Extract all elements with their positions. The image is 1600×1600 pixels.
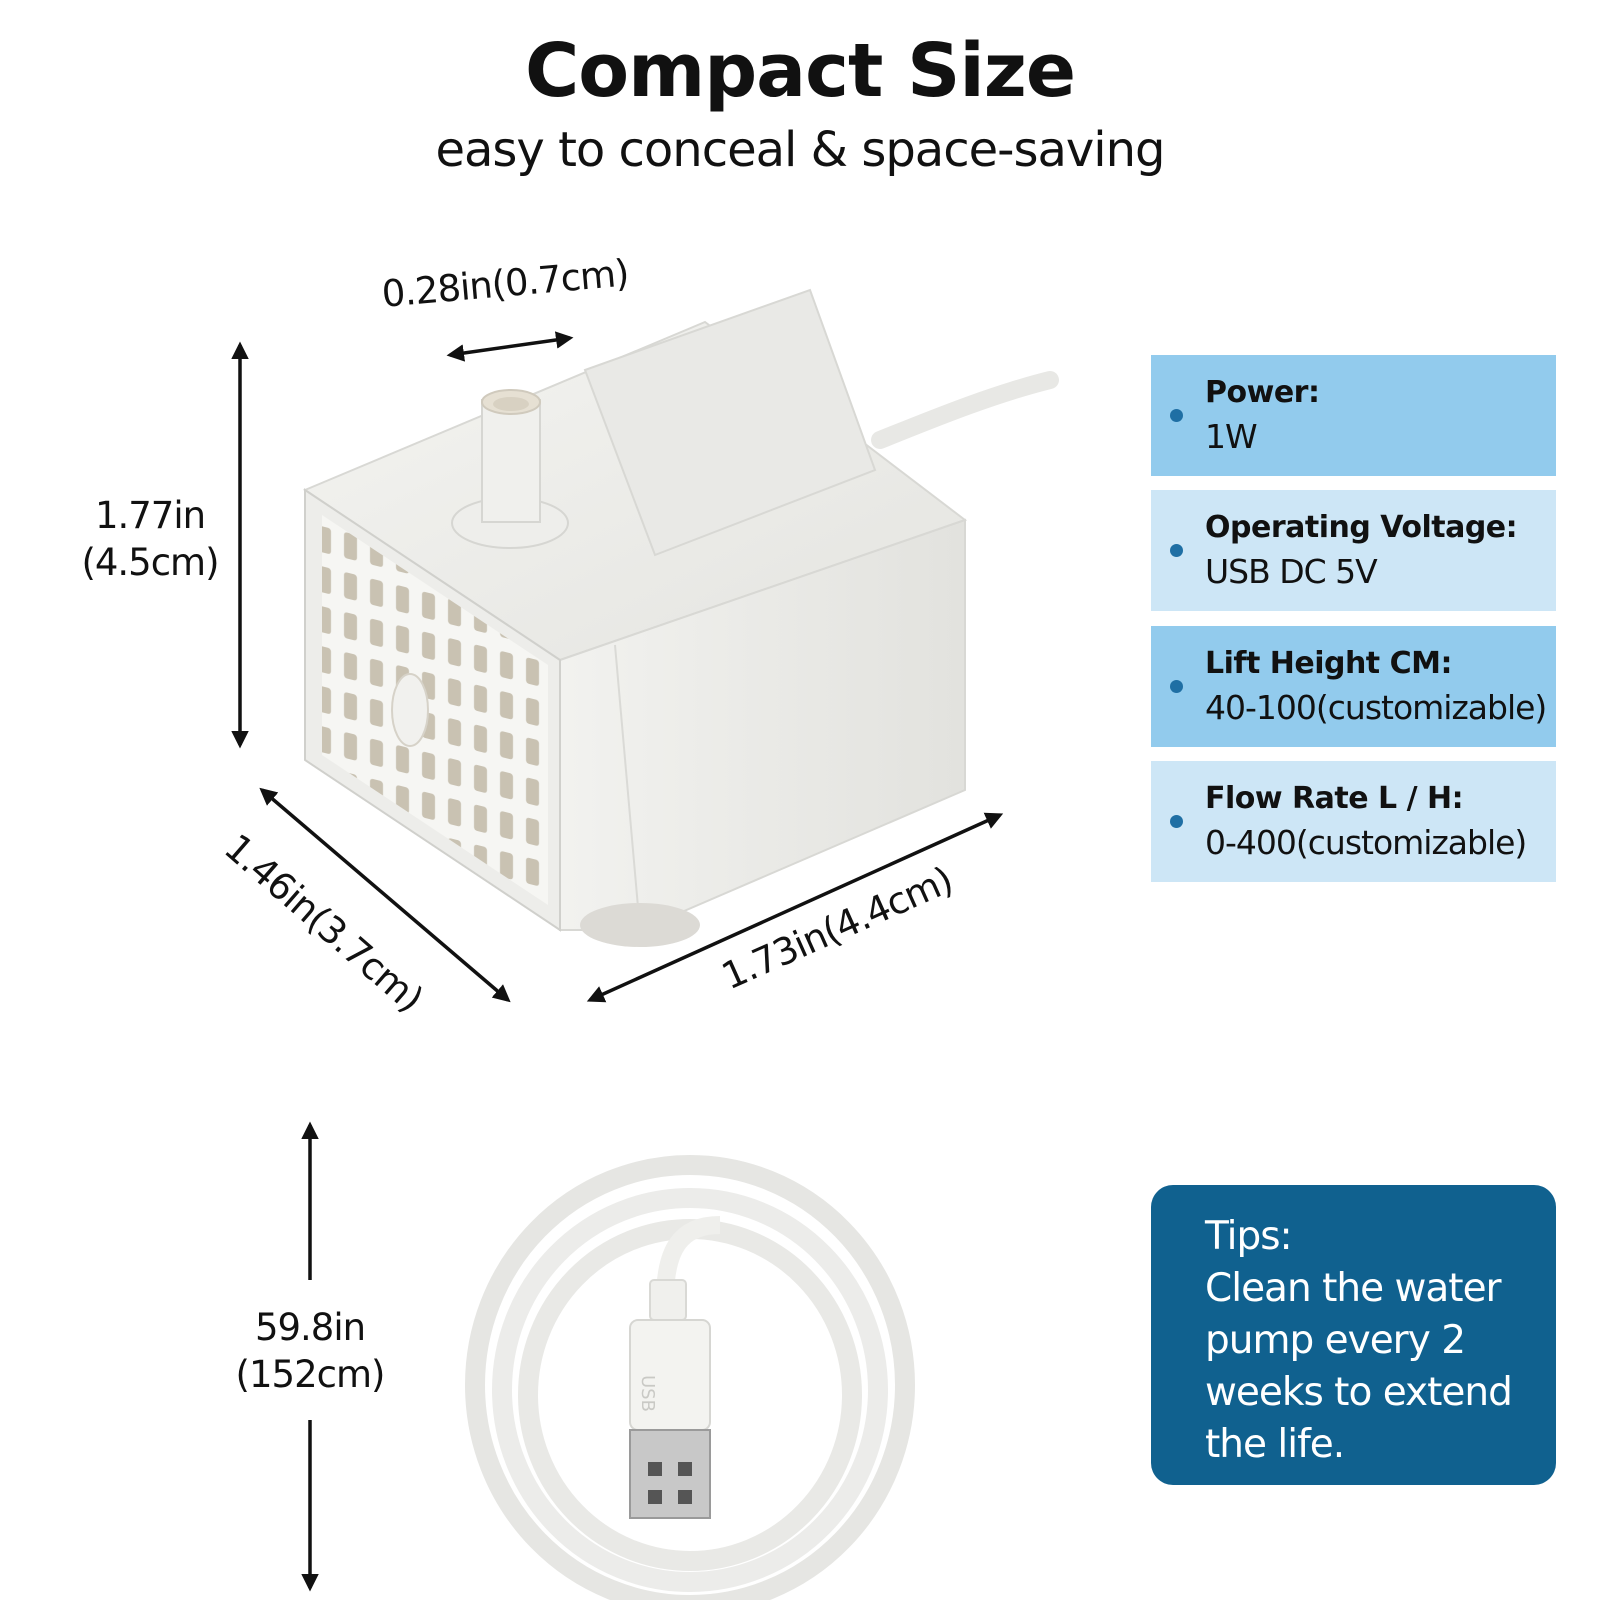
usb-plug: USB [629,1279,711,1519]
height-label-in: 1.77in [94,494,206,537]
usb-label: USB [637,1375,658,1412]
tips-text: Tips: Clean the water pump every 2 weeks… [1205,1211,1550,1471]
spec-label: Operating Voltage: [1205,510,1518,545]
bullet-icon [1170,409,1183,422]
spec-value: 40-100(customizable) [1205,688,1547,727]
spec-card-voltage: Operating Voltage: USB DC 5V [1151,490,1556,611]
spec-card-lift-height: Lift Height CM: 40-100(customizable) [1151,626,1556,747]
bullet-icon [1170,544,1183,557]
tips-line: weeks to extend [1205,1370,1513,1415]
tips-heading: Tips: [1205,1214,1293,1259]
height-label-cm: (4.5cm) [81,541,219,584]
pump-cable [871,371,1059,449]
spec-card-power: Power: 1W [1151,355,1556,476]
nozzle [451,389,569,549]
spec-value: 1W [1205,417,1258,456]
tips-line: pump every 2 [1205,1318,1466,1363]
page-title: Compact Size [524,28,1076,114]
spec-label: Power: [1205,375,1320,410]
bullet-icon [1170,815,1183,828]
spec-value: USB DC 5V [1205,552,1378,591]
spec-value: 0-400(customizable) [1205,823,1527,862]
page-subtitle: easy to conceal & space-saving [435,122,1165,178]
spec-label: Lift Height CM: [1205,646,1452,681]
tips-box: Tips: Clean the water pump every 2 weeks… [1151,1185,1556,1485]
cable-length-label-in: 59.8in [254,1306,366,1349]
cable-length-label-cm: (152cm) [235,1353,386,1396]
spec-label: Flow Rate L / H: [1205,781,1464,816]
tips-line: the life. [1205,1422,1345,1467]
spec-card-flow-rate: Flow Rate L / H: 0-400(customizable) [1151,761,1556,882]
bullet-icon [1170,680,1183,693]
tips-line: Clean the water [1205,1266,1502,1311]
pump-body [302,288,968,947]
dimension-arrows [231,331,1004,1592]
